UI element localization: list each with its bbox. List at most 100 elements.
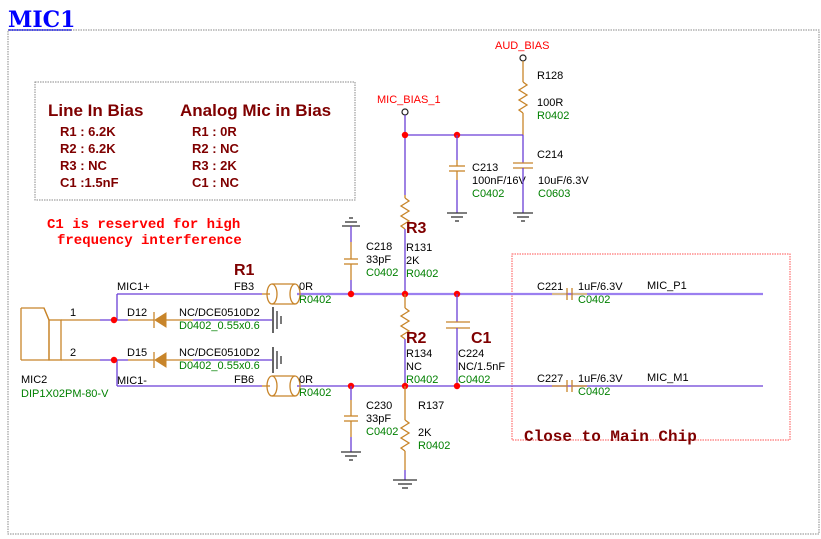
bias-table-frame (34, 81, 356, 201)
junction-dot (110, 316, 118, 324)
c221-ref: C221 (537, 281, 563, 293)
c214-ref: C214 (537, 149, 563, 161)
c221-capacitor-icon (552, 288, 587, 300)
junction-dot (453, 382, 461, 390)
fb3-value: 0R (299, 281, 313, 293)
d12-value: NC/DCE0510D2 (179, 307, 260, 319)
r134-value: NC (406, 361, 422, 373)
designator-r3: R3 (406, 220, 427, 237)
sheet-title: MIC1 (8, 7, 75, 33)
c221-package: C0402 (578, 294, 610, 306)
c224-value: NC/1.5nF (458, 361, 505, 373)
r131-package: R0402 (406, 268, 438, 280)
close-to-chip-note: Close to Main Chip (524, 428, 697, 446)
c218-value: 33pF (366, 254, 391, 266)
net-label-mic1-plus: MIC1+ (117, 281, 150, 293)
c227-ref: C227 (537, 373, 563, 385)
c227-package: C0402 (578, 386, 610, 398)
ground-icon (447, 212, 467, 222)
c213-ref: C213 (472, 162, 498, 174)
fb6-value: 0R (299, 374, 313, 386)
analog-mic-row: R3 : 2K (192, 158, 237, 173)
c227-capacitor-icon (552, 380, 587, 392)
fb6-package: R0402 (299, 387, 331, 399)
analog-mic-heading: Analog Mic in Bias (180, 101, 331, 120)
d15-package: D0402_0.55x0.6 (179, 360, 260, 372)
ground-icon (272, 347, 282, 373)
sheet-frame (7, 29, 820, 535)
designator-c1: C1 (471, 330, 492, 347)
r134-package: R0402 (406, 374, 438, 386)
r137-package: R0402 (418, 440, 450, 452)
fb6-ferrite-icon (266, 375, 301, 397)
r137-ref: R137 (418, 400, 444, 412)
ground-icon (342, 217, 360, 227)
line-in-row: R2 : 6.2K (60, 141, 116, 156)
c213-value: 100nF/16V (472, 175, 526, 187)
fb3-package: R0402 (299, 294, 331, 306)
ground-icon (393, 479, 417, 489)
d12-diode-icon (153, 312, 167, 328)
ground-icon (513, 212, 533, 222)
designator-r2: R2 (406, 330, 427, 347)
analog-mic-row: C1 : NC (192, 175, 240, 190)
net-label-aud-bias: AUD_BIAS (495, 40, 549, 52)
line-in-row: C1 :1.5nF (60, 175, 119, 190)
r128-package: R0402 (537, 110, 569, 122)
mic-bias-port-icon (401, 108, 409, 116)
c221-value: 1uF/6.3V (578, 281, 623, 293)
line-in-heading: Line In Bias (48, 101, 143, 120)
c224-ref: C224 (458, 348, 484, 360)
mic2-pin2: 2 (70, 347, 76, 359)
r131-resistor-icon (399, 197, 411, 230)
c230-package: C0402 (366, 426, 398, 438)
mic2-ref: MIC2 (21, 374, 47, 386)
d15-diode-icon (153, 352, 167, 368)
r134-ref: R134 (406, 348, 432, 360)
net-label-mic-m1: MIC_M1 (647, 372, 689, 384)
c218-ref: C218 (366, 241, 392, 253)
d12-package: D0402_0.55x0.6 (179, 320, 260, 332)
d12-ref: D12 (127, 307, 147, 319)
mic2-package: DIP1X02PM-80-V (21, 388, 109, 400)
r128-resistor-icon (517, 81, 529, 114)
r128-ref: R128 (537, 70, 563, 82)
c1-note-line2: frequency interference (57, 233, 242, 249)
mic2-pin1: 1 (70, 307, 76, 319)
c214-value: 10uF/6.3V (538, 175, 589, 187)
d15-ref: D15 (127, 347, 147, 359)
fb3-ferrite-icon (266, 283, 301, 305)
c230-ref: C230 (366, 400, 392, 412)
r137-resistor-icon (399, 419, 411, 452)
close-to-chip-frame (511, 253, 791, 441)
c224-package: C0402 (458, 374, 490, 386)
line-in-row: R1 : 6.2K (60, 124, 116, 139)
c230-value: 33pF (366, 413, 391, 425)
analog-mic-row: R1 : 0R (192, 124, 237, 139)
c218-package: C0402 (366, 267, 398, 279)
r137-value: 2K (418, 427, 432, 439)
analog-mic-row: R2 : NC (192, 141, 240, 156)
c1-note-line1: C1 is reserved for high (47, 217, 240, 233)
fb3-ref: FB3 (234, 281, 254, 293)
d15-value: NC/DCE0510D2 (179, 347, 260, 359)
bias-table: Line In Bias R1 : 6.2K R2 : 6.2K R3 : NC… (34, 81, 356, 201)
r134-resistor-icon (399, 307, 411, 340)
net-label-mic-bias-1: MIC_BIAS_1 (377, 94, 441, 106)
ground-icon (341, 451, 361, 461)
mic2-connector-icon (20, 307, 62, 361)
net-label-mic-p1: MIC_P1 (647, 280, 687, 292)
junction-dot (347, 290, 355, 298)
c214-package: C0603 (538, 188, 570, 200)
fb6-ref: FB6 (234, 374, 254, 386)
junction-dot (401, 131, 409, 139)
c213-package: C0402 (472, 188, 504, 200)
ground-icon (272, 307, 282, 333)
r131-value: 2K (406, 255, 420, 267)
aud-bias-port-icon (519, 54, 527, 62)
net-label-mic1-minus: MIC1- (117, 375, 147, 387)
r128-value: 100R (537, 97, 563, 109)
designator-r1: R1 (234, 262, 255, 279)
r131-ref: R131 (406, 242, 432, 254)
